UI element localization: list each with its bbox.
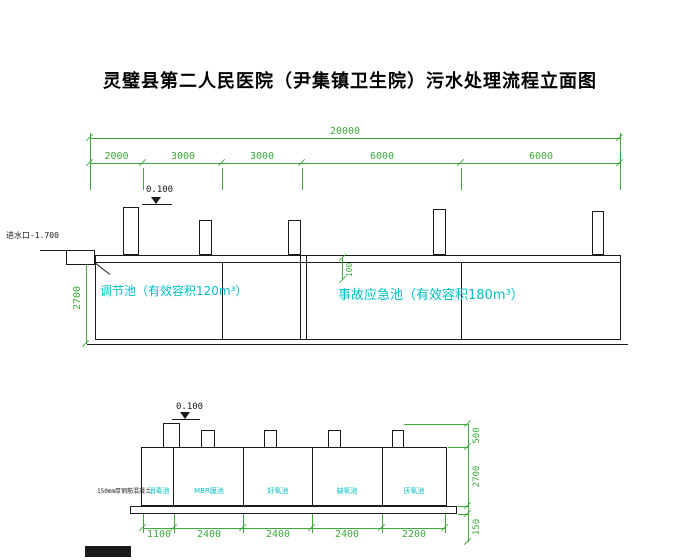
tank-outline: [141, 447, 447, 506]
segment-dim-label: 3000: [170, 151, 196, 162]
extension-line: [143, 514, 144, 533]
segment-dim-label: 2000: [104, 151, 129, 162]
depth-dimension-line: [86, 255, 87, 344]
vent-riser: [433, 209, 446, 255]
overall-dimension-line: [90, 138, 620, 139]
extension-line: [174, 514, 175, 533]
tank-partition: [173, 448, 174, 505]
extension-line: [445, 514, 446, 533]
compartment-label: 缺氧池: [336, 487, 358, 495]
compartment-label: MBR膜池: [194, 487, 224, 495]
inlet-pipe-line: [40, 250, 66, 251]
segment-dim-label: 2200: [401, 529, 427, 540]
tank-label-emergency: 事故应急池（有效容积180m³）: [338, 288, 524, 303]
vent-riser: [392, 430, 404, 448]
tank-partition: [243, 448, 244, 505]
tank-partition: [461, 263, 462, 339]
extension-line: [222, 168, 223, 190]
segment-dim-label: 2400: [334, 529, 360, 540]
drawing-title: 灵璧县第二人民医院（尹集镇卫生院）污水处理流程立面图: [103, 71, 597, 92]
tank-partition: [382, 448, 383, 505]
extension-line: [382, 514, 383, 533]
compartment-label: 好氧池: [267, 487, 289, 495]
side-dim-label: 2700: [472, 465, 482, 488]
overall-dimension-label: 20000: [329, 126, 361, 137]
extension-line: [404, 424, 468, 425]
tank-outline: [95, 255, 621, 340]
extension-line: [458, 506, 468, 507]
vent-riser: [328, 430, 341, 448]
segment-dim-label: 2400: [196, 529, 222, 540]
extension-line: [448, 447, 468, 448]
freeboard-dimension-line: [342, 258, 343, 280]
extension-line: [312, 514, 313, 533]
tank-partition: [312, 448, 313, 505]
vent-riser: [201, 430, 215, 448]
vent-riser: [163, 423, 180, 448]
tank-roof-inner-line: [96, 262, 620, 263]
vent-riser: [123, 207, 139, 255]
wall-note: 150mm厚钢筋混凝土: [97, 488, 152, 495]
inlet-structure: [66, 250, 95, 265]
side-dim-label: 500: [472, 427, 482, 444]
segment-dim-label: 1100: [146, 529, 172, 540]
extension-line: [458, 514, 468, 515]
vent-riser: [592, 211, 604, 255]
elevation-level-line: [172, 419, 200, 420]
extension-line: [302, 168, 303, 190]
tank-partition: [300, 256, 301, 339]
compartment-label: 厌氧池: [403, 487, 425, 495]
tank-base-line: [87, 344, 628, 345]
tank-partition: [222, 263, 223, 339]
freeboard-dim-label: 100: [345, 262, 354, 278]
segment-dimension-line: [90, 163, 620, 164]
segment-dim-label: 3000: [249, 151, 275, 162]
segment-dim-label: 6000: [528, 151, 554, 162]
elevation-marker-icon: [180, 412, 190, 419]
depth-dim-label: 2700: [72, 285, 83, 311]
vent-riser: [199, 220, 212, 255]
elevation-level-line: [142, 204, 172, 205]
extension-line: [243, 514, 244, 533]
tank-label-regulating: 调节池（有效容积120m³）: [100, 284, 248, 298]
compartment-label: 消毒池: [148, 487, 170, 495]
segment-dim-label: 2400: [265, 529, 291, 540]
side-dim-label: 150: [472, 518, 482, 536]
vent-riser: [288, 220, 301, 255]
elevation-label: 0.100: [146, 185, 174, 195]
side-dimension-line: [468, 424, 469, 542]
vent-riser: [264, 430, 277, 448]
base-slab: [130, 506, 457, 514]
inlet-label: 进水口-1.700: [6, 231, 59, 240]
extension-line: [461, 168, 462, 190]
segment-dimension-line: [143, 528, 446, 529]
elevation-marker-icon: [151, 197, 161, 204]
extension-line: [143, 168, 144, 190]
tank-partition: [306, 256, 307, 339]
elevation-label: 0.100: [176, 402, 204, 412]
title-block-fragment: [85, 546, 131, 557]
segment-dim-label: 6000: [369, 151, 395, 162]
dim-tick: [463, 537, 472, 546]
